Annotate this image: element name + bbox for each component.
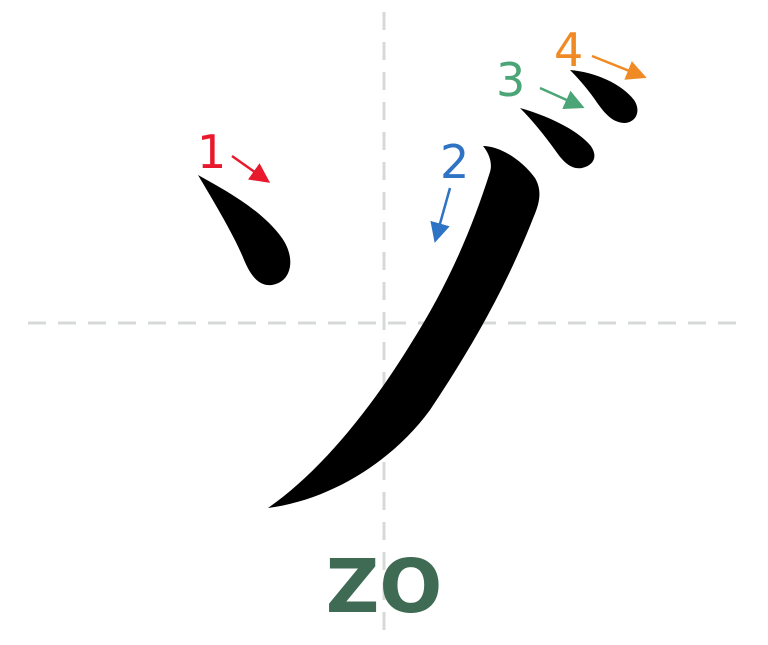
stroke-4-shape [570,70,638,123]
stroke-3-shape [520,108,595,169]
stroke-1-arrow [231,154,271,183]
stroke-number-1: 1 [197,125,226,179]
romaji-label: ZO [326,544,443,630]
stroke-number-2: 2 [440,135,469,189]
stroke-4-arrow [591,54,647,80]
stroke-2-arrow [430,187,452,243]
stroke-1-shape [198,175,291,286]
stroke-number-3: 3 [496,53,525,107]
stroke-3-arrow [539,86,585,109]
stroke-number-4: 4 [554,23,583,77]
stroke-2-shape [268,146,540,508]
